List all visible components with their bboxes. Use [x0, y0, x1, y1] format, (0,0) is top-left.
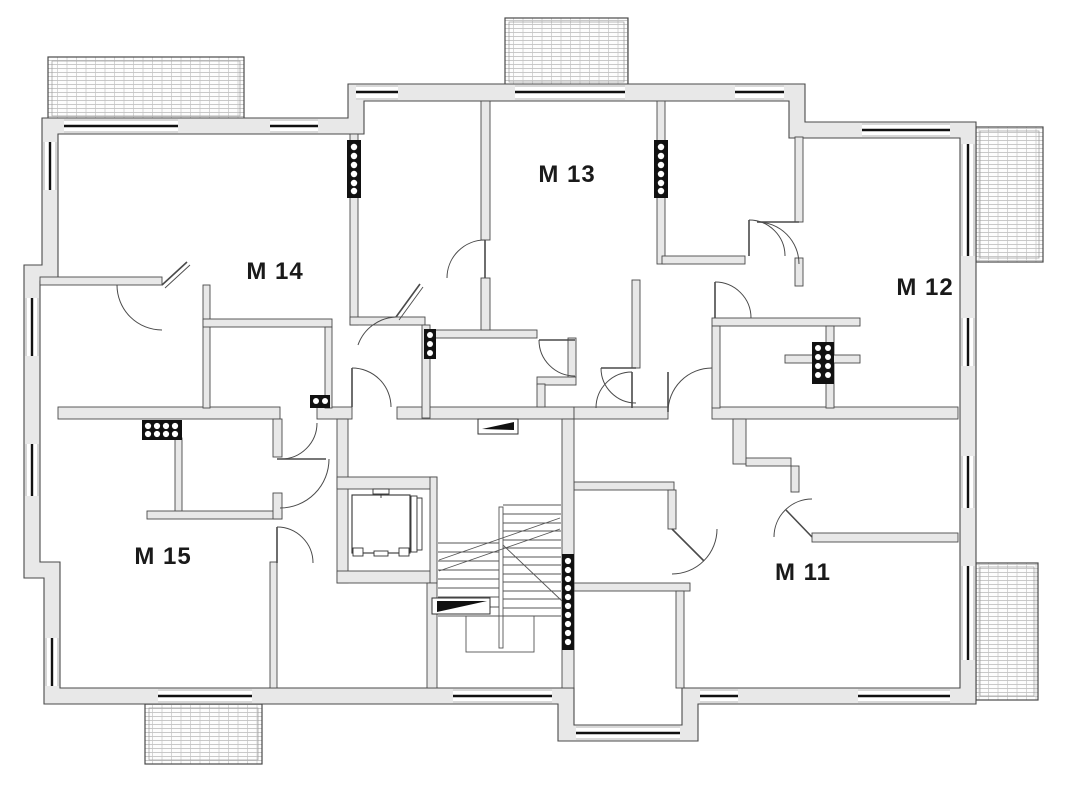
balcony-top-left: [47, 56, 245, 121]
radiators: [142, 140, 834, 650]
radiator-strip-stairwell: [562, 554, 574, 650]
stair-center-rail: [498, 506, 504, 649]
radiator-small-m14: [310, 395, 330, 408]
radiator-block-m15: [142, 420, 182, 440]
duct-niche-corridor: [477, 418, 519, 435]
radiator-strip-m13-kitchen: [424, 329, 436, 359]
unit-label-m14: M 14: [246, 258, 303, 285]
balcony-right-bottom: [975, 562, 1039, 701]
balcony-top-right: [975, 126, 1044, 263]
duct-niches: [431, 418, 519, 615]
balcony-bottom-left: [144, 703, 263, 765]
elevator-door-panel: [416, 497, 423, 551]
stair-treads-left-flight: [438, 542, 499, 608]
elevator: [351, 488, 423, 557]
door-arcs: [116, 219, 813, 575]
stair-landing: [465, 615, 535, 653]
radiator-block-m12: [812, 342, 834, 384]
radiator-strip-m13-right: [654, 140, 668, 198]
balcony-top-center: [504, 17, 629, 87]
windows: [25, 85, 975, 740]
elevator-guides: [352, 488, 410, 557]
unit-label-m13: M 13: [538, 161, 595, 188]
elevator-door-rail: [410, 495, 418, 553]
duct-niche-stair: [431, 597, 491, 615]
unit-label-m11: M 11: [775, 559, 831, 586]
unit-label-m12: M 12: [896, 274, 953, 301]
radiator-strip-m14-m13: [347, 140, 361, 198]
exterior-walls: [23, 83, 977, 742]
stair-treads-right-flight: [503, 504, 561, 609]
stair-direction-lines: [438, 517, 563, 602]
elevator-cab: [351, 494, 411, 554]
unit-label-m15: M 15: [134, 543, 191, 570]
staircase: [438, 504, 563, 653]
